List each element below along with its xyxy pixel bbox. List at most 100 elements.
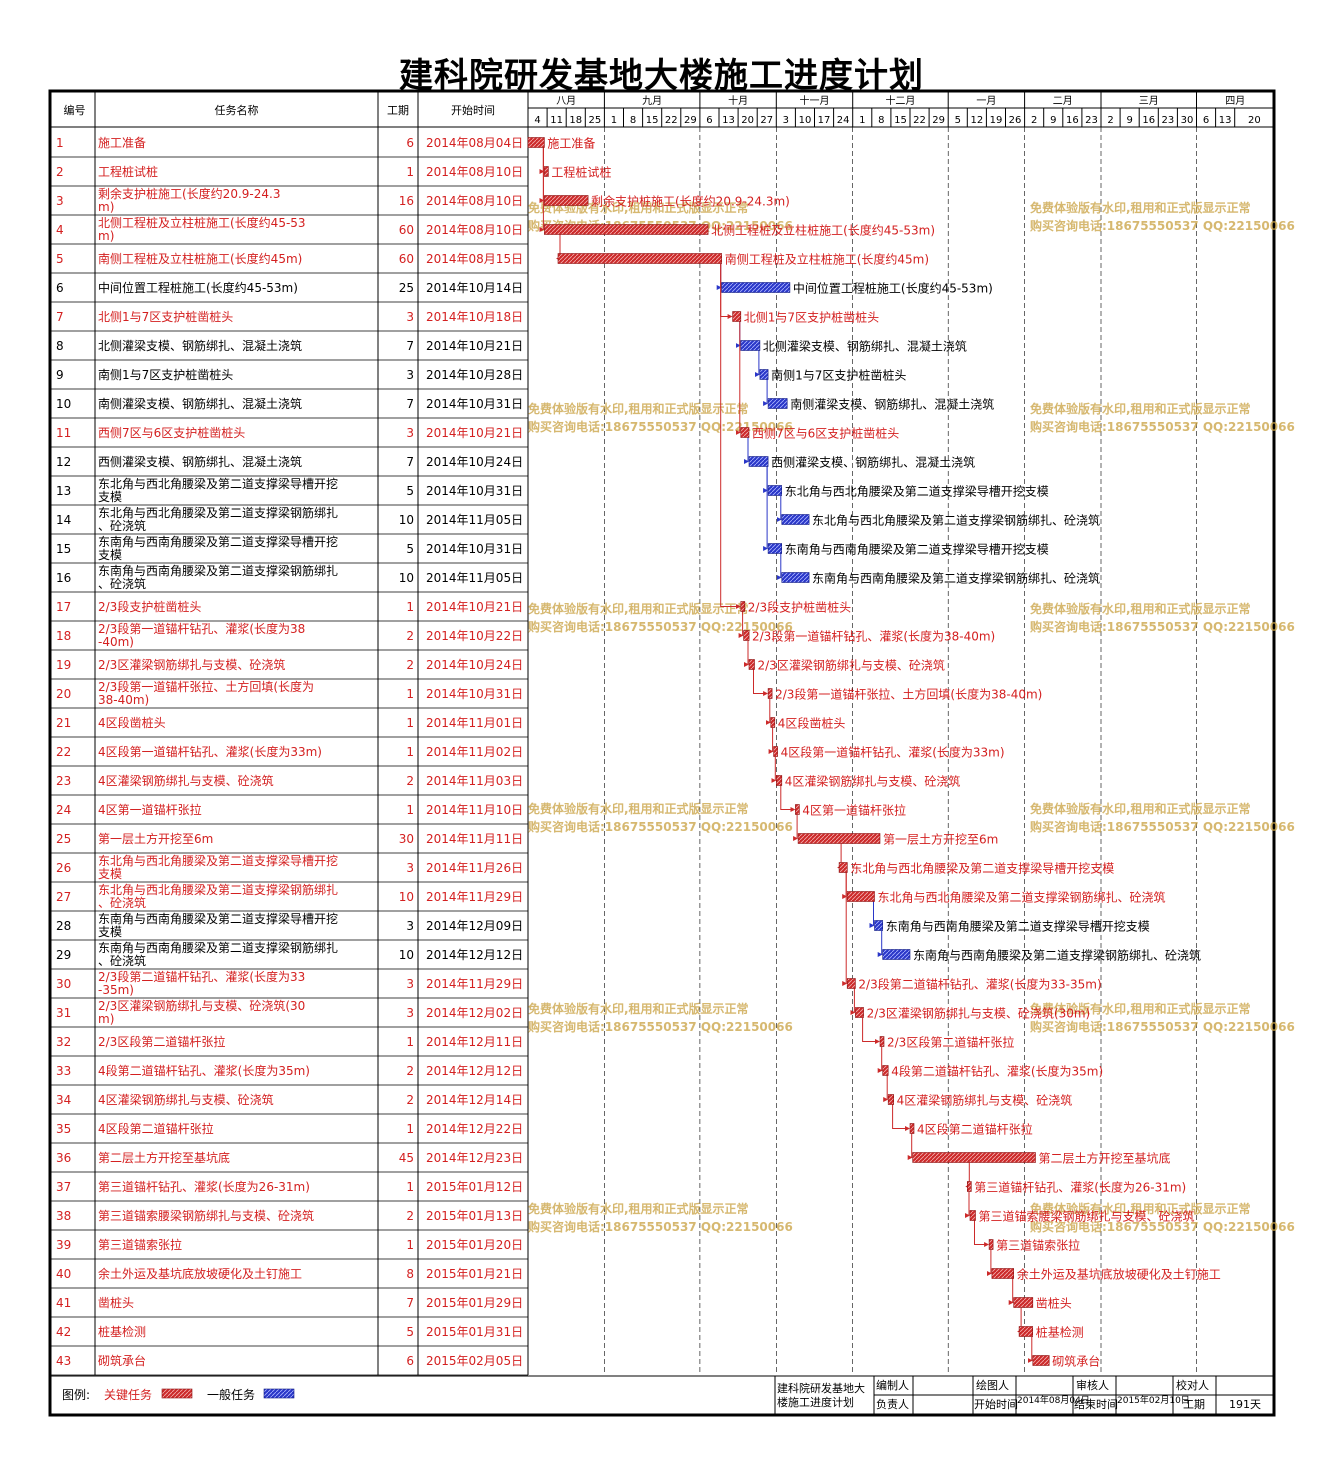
timescale-tick-label: 20 <box>741 115 754 126</box>
gantt-bar-label: 砌筑承台 <box>1052 1354 1100 1369</box>
gantt-bar <box>966 1181 972 1192</box>
task-id: 25 <box>56 832 71 846</box>
task-duration: 3 <box>406 1006 414 1020</box>
task-name-cont: 、砼浇筑 <box>98 576 146 591</box>
task-start: 2014年11月26日 <box>426 861 523 875</box>
gantt-bar <box>740 601 746 612</box>
timescale-tick-label: 25 <box>588 115 601 126</box>
gantt-bar-label: 余土外运及基坑底放坡硬化及土钉施工 <box>1017 1267 1221 1282</box>
task-duration: 16 <box>399 194 414 208</box>
task-duration: 5 <box>406 542 414 556</box>
task-id: 1 <box>56 136 64 150</box>
timescale-tick-label: 6 <box>706 115 712 126</box>
task-id: 29 <box>56 948 71 962</box>
task-duration: 10 <box>399 890 414 904</box>
gantt-bar-label: 第三道锚索张拉 <box>996 1238 1080 1253</box>
page-title: 建科院研发基地大楼施工进度计划 <box>399 56 924 96</box>
task-name: 北侧灌梁支模、钢筋绑扎、混凝土浇筑 <box>98 338 302 353</box>
task-id: 43 <box>56 1354 71 1368</box>
task-start: 2014年11月29日 <box>426 890 523 904</box>
gantt-bar-label: 东南角与西南角腰梁及第二道支撑梁钢筋绑扎、砼浇筑 <box>913 948 1201 963</box>
task-id: 4 <box>56 223 64 237</box>
gantt-bar <box>767 543 782 554</box>
gantt-bar-label: 南侧灌梁支模、钢筋绑扎、混凝土浇筑 <box>790 397 994 412</box>
gantt-bar <box>557 253 722 264</box>
task-start: 2015年01月31日 <box>426 1325 523 1339</box>
task-name: 第三道锚索腰梁钢筋绑扎与支模、砼浇筑 <box>98 1208 314 1223</box>
task-name: 第三道锚索张拉 <box>98 1237 182 1252</box>
task-id: 19 <box>56 658 71 672</box>
timescale-tick-label: 3 <box>783 115 789 126</box>
watermark-line1: 免费体验版有水印,租用和正式版显示正常 <box>528 401 749 416</box>
footer-start-label: 开始时间 <box>974 1397 1018 1411</box>
task-start: 2015年01月21日 <box>426 1267 523 1281</box>
task-start: 2014年10月22日 <box>426 629 523 643</box>
task-duration: 2 <box>406 774 414 788</box>
task-id: 37 <box>56 1180 71 1194</box>
watermark-line1: 免费体验版有水印,租用和正式版显示正常 <box>1030 401 1251 416</box>
task-duration: 7 <box>406 1296 414 1310</box>
timescale-tick-label: 11 <box>550 115 563 126</box>
gantt-bar-label: 东北角与西北角腰梁及第二道支撑梁导槽开挖支模 <box>850 861 1114 876</box>
task-name: 余土外运及基坑底放坡硬化及土钉施工 <box>98 1266 302 1281</box>
gantt-bar-label: 桩基检测 <box>1036 1325 1084 1340</box>
gantt-bar-label: 东南角与西南角腰梁及第二道支撑梁导槽开挖支模 <box>886 919 1150 934</box>
task-id: 8 <box>56 339 64 353</box>
legend-normal-label: 一般任务 <box>207 1387 255 1402</box>
watermark-line2: 购买咨询电话:18675550537 QQ:22150066 <box>1030 1019 1295 1034</box>
task-id: 26 <box>56 861 71 875</box>
task-name-cont: 、砼浇筑 <box>98 518 146 533</box>
task-start: 2015年02月05日 <box>426 1354 523 1368</box>
timescale-tick-label: 8 <box>630 115 636 126</box>
gantt-bar-label: 第二层土方开挖至基坑底 <box>1039 1151 1171 1166</box>
footer-start-value: 2014年08月04日 <box>1017 1394 1090 1406</box>
gantt-bar-label: 第三道锚索腰梁钢筋绑扎与支模、砼浇筑 <box>979 1209 1195 1224</box>
gantt-bar <box>721 282 791 293</box>
task-name-cont: 、砼浇筑 <box>98 953 146 968</box>
task-name: 东南角与西南角腰梁及第二道支撑梁导槽开挖 <box>98 911 338 926</box>
task-name: 南侧1与7区支护桩凿桩头 <box>98 367 233 382</box>
column-header-name: 任务名称 <box>215 103 259 117</box>
task-name-cont: 38-40m) <box>98 693 149 707</box>
gantt-bar <box>882 1065 889 1076</box>
timescale-month-label: 十月 <box>728 94 748 107</box>
gantt-bar-label: 北侧灌梁支模、钢筋绑扎、混凝土浇筑 <box>763 339 967 354</box>
task-duration: 2 <box>406 1064 414 1078</box>
gantt-bar <box>748 456 769 467</box>
timescale-tick-label: 4 <box>534 115 540 126</box>
task-name: 南侧工程桩及立柱桩施工(长度约45m) <box>98 251 302 266</box>
timescale-tick-label: 16 <box>1142 115 1155 126</box>
task-start: 2014年10月18日 <box>426 310 523 324</box>
task-start: 2014年12月11日 <box>426 1035 523 1049</box>
watermark-line2: 购买咨询电话:18675550537 QQ:22150066 <box>528 419 793 434</box>
task-duration: 3 <box>406 368 414 382</box>
watermark-line1: 免费体验版有水印,租用和正式版显示正常 <box>528 1001 749 1016</box>
gantt-bar-label: 第三道锚杆钻孔、灌浆(长度为26-31m) <box>974 1180 1186 1195</box>
gantt-bar <box>740 427 750 438</box>
task-duration: 2 <box>406 629 414 643</box>
task-id: 33 <box>56 1064 71 1078</box>
gantt-bar-label: 东南角与西南角腰梁及第二道支撑梁导槽开挖支模 <box>785 542 1049 557</box>
task-start: 2014年12月12日 <box>426 948 523 962</box>
gantt-bar-label: 4区灌梁钢筋绑扎与支模、砼浇筑 <box>897 1093 1073 1108</box>
gantt-bar <box>991 1268 1015 1279</box>
watermark-line2: 购买咨询电话:18675550537 QQ:22150066 <box>1030 619 1295 634</box>
timescale-tick-label: 15 <box>894 115 907 126</box>
watermark-line1: 免费体验版有水印,租用和正式版显示正常 <box>528 601 749 616</box>
task-start: 2014年11月29日 <box>426 977 523 991</box>
task-duration: 7 <box>406 339 414 353</box>
task-name: 剩余支护桩施工(长度约20.9-24.3 <box>98 186 280 201</box>
task-name: 2/3段第一道锚杆钻孔、灌浆(长度为38 <box>98 621 305 636</box>
task-name: 中间位置工程桩施工(长度约45-53m) <box>98 280 298 295</box>
task-name-cont: -35m) <box>98 983 134 997</box>
timescale-month-label: 十二月 <box>885 94 915 107</box>
task-name: 西侧灌梁支模、钢筋绑扎、混凝土浇筑 <box>98 454 302 469</box>
timescale-tick-label: 23 <box>1161 115 1174 126</box>
timescale-month-label: 八月 <box>556 95 576 107</box>
task-start: 2014年10月31日 <box>426 397 523 411</box>
task-id: 31 <box>56 1006 71 1020</box>
timescale-tick-label: 2 <box>1031 115 1037 126</box>
gantt-bar <box>781 514 810 525</box>
timescale-tick-label: 17 <box>818 115 831 126</box>
legend-normal-swatch <box>263 1388 295 1399</box>
